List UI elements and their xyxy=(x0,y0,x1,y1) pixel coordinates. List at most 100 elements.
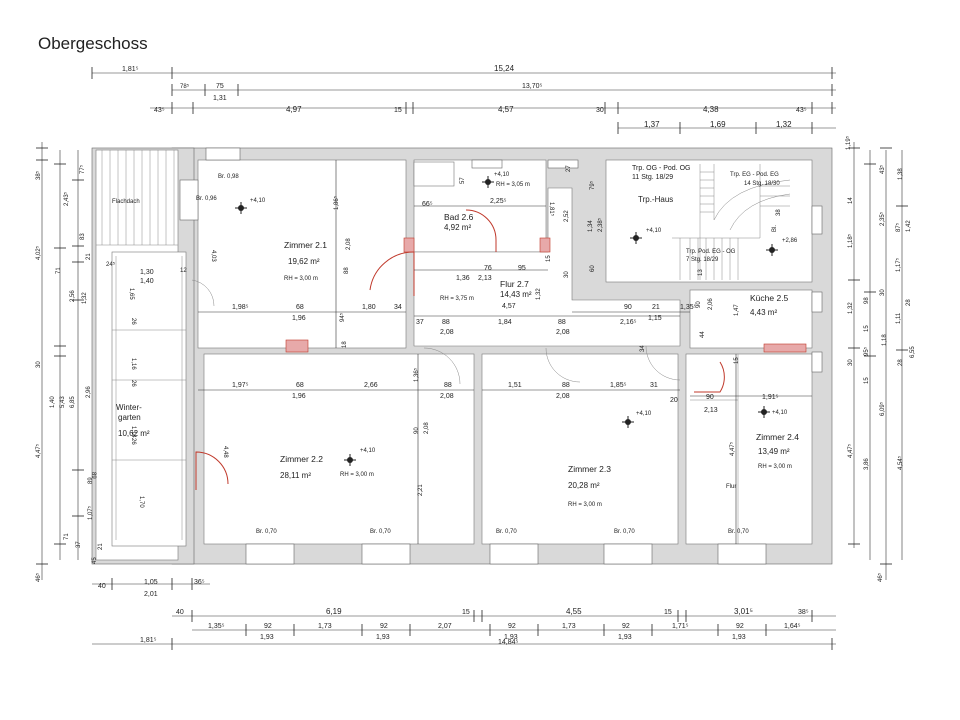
dimension-label: 38⁵ xyxy=(798,609,809,616)
dimension-lines-top: 1,81⁵ 15,24 78⁵ 75 13,70⁵ 1,31 43⁵ 4,97 … xyxy=(91,64,836,134)
zimmer-2-1-window2: Br. 0,96 xyxy=(196,196,217,202)
dimension-label: 2,52 xyxy=(564,210,570,222)
dimension-label: 2,43⁵ xyxy=(63,191,70,206)
dimension-label: 26 xyxy=(130,380,136,387)
dimension-label: 2,38⁵ xyxy=(597,217,604,232)
bad-2-6-name: Bad 2.6 xyxy=(444,212,474,222)
dimension-label: 89 xyxy=(90,472,96,479)
dimension-label: 1,38 xyxy=(898,168,904,180)
dimension-label: 57 xyxy=(460,177,466,184)
dimension-lines-left: 38⁵ 77⁵ 2,43⁵ 83 21 4,02⁵ 71 2,56 1,32 3… xyxy=(35,142,104,582)
dimension-label: 2,21 xyxy=(418,484,424,496)
dimension-label: 28 xyxy=(906,299,912,306)
dimension-label: 6,55 xyxy=(910,346,916,358)
zimmer-2-2-window1: Br. 0,70 xyxy=(256,529,277,535)
dimension-label: 6,85 xyxy=(70,396,76,408)
dimension-label: Bl. xyxy=(772,225,778,232)
dimension-label: 87⁵ xyxy=(895,222,902,232)
dimension-label: 2,08 xyxy=(440,393,454,400)
dimension-label: 1,91⁵ xyxy=(762,394,779,401)
rooms xyxy=(95,147,823,565)
dimension-label: 36⁵ xyxy=(194,579,205,586)
dimension-label: 68 xyxy=(296,382,304,389)
dimension-label: 4,55 xyxy=(566,607,582,616)
treppenhaus-level: +4,10 xyxy=(646,228,662,234)
dimension-label: 34 xyxy=(640,345,646,352)
dimension-label: 12 xyxy=(180,268,187,274)
dimension-label: 1,34 xyxy=(588,220,594,232)
dimension-label: 1,65 xyxy=(128,288,134,300)
dimension-label: 26 xyxy=(130,438,136,445)
dimension-label: 30 xyxy=(848,359,854,366)
dimension-label: 1,05 xyxy=(144,579,158,586)
room-flur-2-7 xyxy=(413,187,681,347)
dim-top-15: 1,69 xyxy=(710,120,726,129)
dimension-label: 2,13 xyxy=(704,407,718,414)
dimension-label: 1,16 xyxy=(130,358,136,370)
dimension-label: 1,73 xyxy=(318,623,332,630)
dimension-label: 88 xyxy=(558,319,566,326)
dimension-label: 90 xyxy=(624,304,632,311)
wintergarten-name-1: Winter- xyxy=(116,403,142,412)
dimension-label: 1,18 xyxy=(882,334,888,346)
zimmer-2-4-window: Br. 0,70 xyxy=(728,529,749,535)
zimmer-2-4-rh: RH = 3,00 m xyxy=(758,464,792,470)
dimension-label: 83 xyxy=(80,233,86,240)
dimension-label: 1,70 xyxy=(138,496,144,508)
zimmer-2-3-level: +4,10 xyxy=(636,411,652,417)
dim-top-13: 43⁵ xyxy=(796,107,807,114)
dimension-label: 92 xyxy=(264,623,272,630)
stair-pod-label: Trp. Pod. EG - OG xyxy=(686,249,736,255)
dimension-label: 1,80 xyxy=(362,304,376,311)
zimmer-2-2-rh: RH = 3,00 m xyxy=(340,472,374,478)
stair-og-steps: 11 Stg. 18/29 xyxy=(632,174,673,181)
dimension-label: 30 xyxy=(880,289,886,296)
dimension-label: 1,93 xyxy=(260,634,274,641)
dimension-label: 6,19 xyxy=(326,607,342,616)
dimension-label: 95 xyxy=(518,265,526,272)
dimension-label: 1,07⁵ xyxy=(87,505,94,520)
dimension-label: 1,81⁵ xyxy=(548,202,555,217)
dimension-label: 15 xyxy=(864,325,870,332)
dimension-label: 21 xyxy=(86,253,92,260)
dimension-label: 15 xyxy=(664,609,672,616)
dimension-label: 34 xyxy=(394,304,402,311)
treppenhaus-level2: +2,86 xyxy=(782,238,798,244)
dimension-label: 1,15 xyxy=(648,315,662,322)
room-zimmer-2-4 xyxy=(685,353,813,545)
dimension-label: 1,42 xyxy=(906,220,912,232)
dimension-label: 77⁵ xyxy=(79,164,86,174)
dimension-label: 30 xyxy=(36,361,42,368)
zimmer-2-4-flur: Flur xyxy=(726,484,736,490)
flachdach-label: Flachdach xyxy=(112,199,140,205)
dimension-label: 1,71⁵ xyxy=(672,623,689,630)
dimension-label: 1,14 xyxy=(130,426,136,438)
zimmer-2-3-window1: Br. 0,70 xyxy=(496,529,517,535)
dimension-label: 1,86⁵ xyxy=(333,195,340,210)
wintergarten-room xyxy=(111,251,187,547)
dim-top-16: 1,32 xyxy=(776,120,792,129)
stair-eg-steps: 14 Stg. 18/30 xyxy=(744,181,780,187)
dimension-label: 1,81⁵ xyxy=(140,637,157,644)
zimmer-2-3-area: 20,28 m² xyxy=(568,481,600,490)
dim-top-3: 78⁵ xyxy=(180,83,190,90)
dimension-label: 92 xyxy=(508,623,516,630)
dimension-label: 15 xyxy=(864,377,870,384)
dimension-label: 38 xyxy=(776,209,782,216)
dimension-label: 43⁵ xyxy=(879,164,886,174)
dimension-label: 1,93 xyxy=(504,634,518,641)
zimmer-2-3-window2: Br. 0,70 xyxy=(614,529,635,535)
dimension-label: 1,11 xyxy=(896,312,902,324)
treppenhaus-name: Trp.-Haus xyxy=(638,195,673,204)
dimension-label: 1,47 xyxy=(734,304,740,316)
dimension-label: 90 xyxy=(414,427,420,434)
zimmer-2-3-rh: RH = 3,00 m xyxy=(568,502,602,508)
dimension-label: 2,25⁵ xyxy=(490,198,507,205)
dimension-label: 71 xyxy=(64,533,70,540)
dimension-label: 2,08 xyxy=(424,422,430,434)
dimension-label: 1,85⁵ xyxy=(610,382,627,389)
zimmer-2-2-area: 28,11 m² xyxy=(280,471,311,480)
dimension-label: 4,47⁵ xyxy=(729,441,736,456)
dimension-label: 2,16⁵ xyxy=(620,319,637,326)
